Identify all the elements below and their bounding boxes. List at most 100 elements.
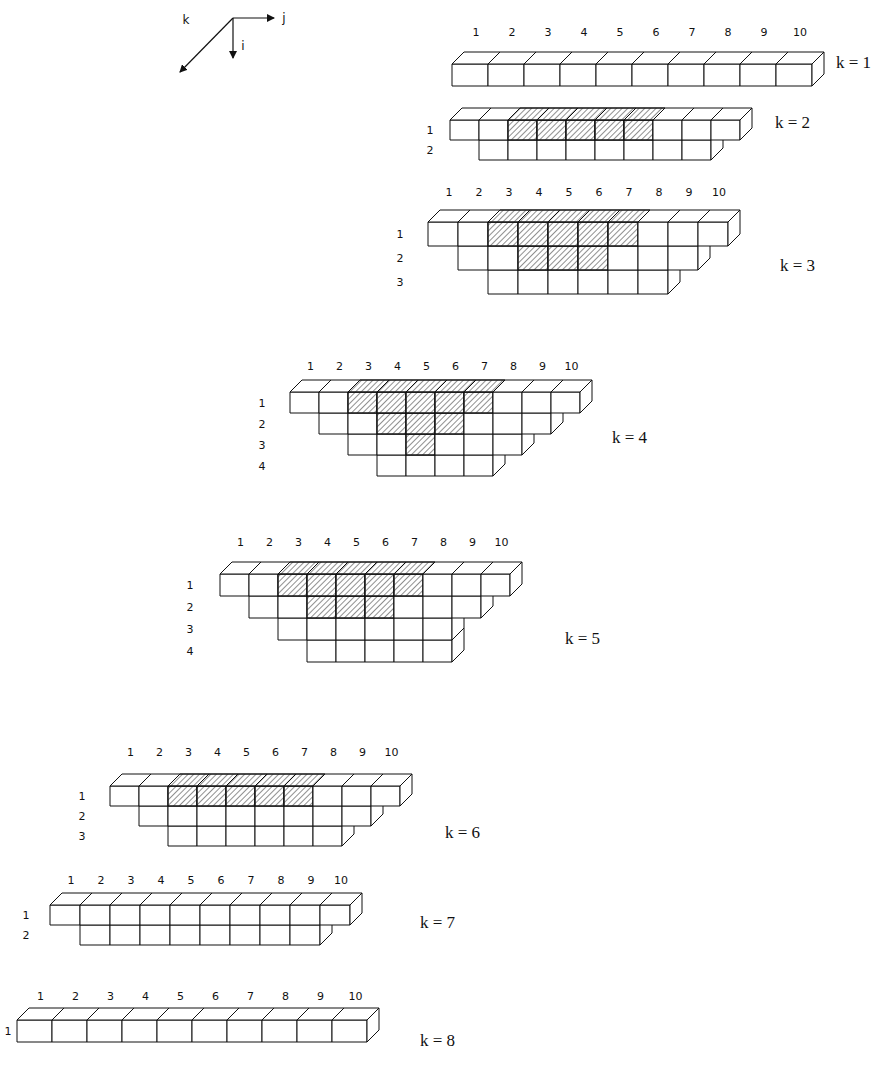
cell-front <box>435 455 464 476</box>
column-index: 2 <box>156 747 163 758</box>
layer-label: k = 4 <box>612 429 647 446</box>
cell-layer <box>428 210 740 294</box>
column-index: 2 <box>98 875 105 886</box>
cell-front <box>255 786 284 806</box>
cell-front <box>493 392 522 413</box>
hatched-cell-front <box>406 413 435 434</box>
cell-front <box>435 413 464 434</box>
cell-front <box>365 618 394 640</box>
k-axis <box>180 18 233 72</box>
column-index: 5 <box>617 27 624 38</box>
row-index: 1 <box>427 125 434 136</box>
cell-front <box>776 64 812 86</box>
cell-front <box>168 786 197 806</box>
column-index: 10 <box>334 875 348 886</box>
cell-front <box>479 140 508 160</box>
cell-front <box>168 826 197 846</box>
cell-front <box>336 596 365 618</box>
column-index: 6 <box>452 361 459 372</box>
column-index: 9 <box>359 747 366 758</box>
column-index: 1 <box>127 747 134 758</box>
layer-label: k = 8 <box>420 1032 455 1049</box>
cell-front <box>197 826 226 846</box>
column-index: 1 <box>307 361 314 372</box>
column-index: 8 <box>510 361 517 372</box>
cell-side <box>510 562 522 596</box>
row-index: 1 <box>397 229 404 240</box>
cell-front <box>87 1020 122 1042</box>
cell-layer <box>220 562 522 662</box>
hatched-cell-front <box>377 392 406 413</box>
column-index: 7 <box>248 875 255 886</box>
row-index: 2 <box>23 930 30 941</box>
cell-front <box>342 786 371 806</box>
column-index: 6 <box>272 747 279 758</box>
cell-front <box>458 222 488 246</box>
hatched-cell-front <box>278 574 307 596</box>
column-index: 5 <box>353 537 360 548</box>
cell-front <box>255 806 284 826</box>
cell-front <box>653 120 682 140</box>
cell-front <box>578 222 608 246</box>
column-index: 4 <box>324 537 331 548</box>
cell-side <box>740 108 752 140</box>
column-index: 5 <box>243 747 250 758</box>
column-index: 8 <box>725 27 732 38</box>
cell-front <box>518 246 548 270</box>
cell-front <box>139 786 168 806</box>
hatched-cell-front <box>537 120 566 140</box>
cell-front <box>336 640 365 662</box>
row-index: 3 <box>187 624 194 635</box>
cell-side <box>812 52 824 86</box>
column-index: 8 <box>330 747 337 758</box>
column-index: 5 <box>423 361 430 372</box>
row-index: 2 <box>427 145 434 156</box>
cell-front <box>522 392 551 413</box>
cell-front <box>632 64 668 86</box>
cell-front <box>428 222 458 246</box>
cell-front <box>284 806 313 826</box>
cell-front <box>508 140 537 160</box>
cell-front <box>548 270 578 294</box>
hatched-cell-front <box>518 222 548 246</box>
column-index: 3 <box>365 361 372 372</box>
cell-front <box>249 574 278 596</box>
cell-front <box>140 905 170 925</box>
column-index: 2 <box>336 361 343 372</box>
cell-front <box>348 413 377 434</box>
cell-front <box>493 413 522 434</box>
cell-front <box>365 640 394 662</box>
cell-front <box>170 925 200 945</box>
cell-front <box>740 64 776 86</box>
cell-front <box>668 222 698 246</box>
cell-front <box>307 640 336 662</box>
column-index: 2 <box>476 187 483 198</box>
cell-front <box>423 618 452 640</box>
column-index: 7 <box>689 27 696 38</box>
cell-front <box>140 925 170 945</box>
cell-front <box>110 905 140 925</box>
cell-front <box>638 222 668 246</box>
cell-front <box>278 618 307 640</box>
cell-front <box>452 596 481 618</box>
cell-front <box>406 392 435 413</box>
cell-front <box>578 270 608 294</box>
column-index: 10 <box>349 991 363 1002</box>
cell-front <box>260 905 290 925</box>
column-index: 5 <box>566 187 573 198</box>
hatched-cell-front <box>578 222 608 246</box>
hatched-cell-front <box>394 574 423 596</box>
cell-front <box>52 1020 87 1042</box>
row-index: 2 <box>397 253 404 264</box>
cell-front <box>668 64 704 86</box>
column-index: 7 <box>301 747 308 758</box>
column-index: 7 <box>626 187 633 198</box>
column-index: 10 <box>565 361 579 372</box>
column-index: 10 <box>793 27 807 38</box>
column-index: 8 <box>656 187 663 198</box>
cell-front <box>365 596 394 618</box>
cell-front <box>551 392 580 413</box>
cell-front <box>278 596 307 618</box>
row-index: 3 <box>397 277 404 288</box>
hatched-cell-front <box>464 392 493 413</box>
